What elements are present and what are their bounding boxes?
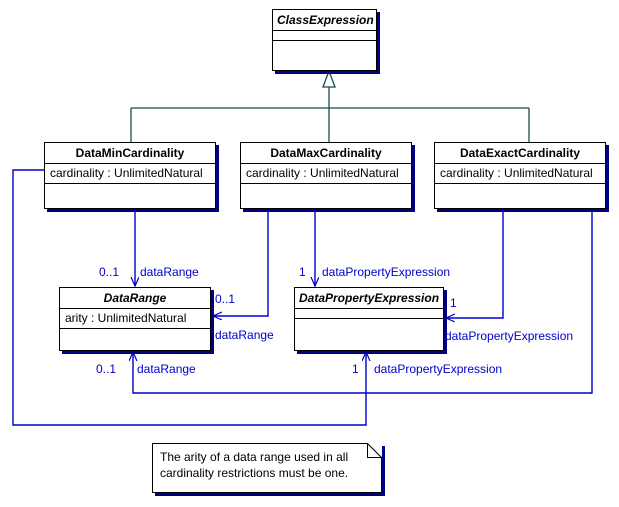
class-name-data-property-expression: DataPropertyExpression xyxy=(295,288,443,309)
class-box-data-range[interactable]: DataRange arity : UnlimitedNatural xyxy=(59,287,211,351)
class-operations-data-property-expression xyxy=(295,319,443,341)
label-min-datarange-role: dataRange xyxy=(140,265,199,279)
class-operations-data-max-cardinality xyxy=(241,184,411,206)
class-box-data-max-cardinality[interactable]: DataMaxCardinality cardinality : Unlimit… xyxy=(240,142,412,209)
class-attribute-cardinality-min: cardinality : UnlimitedNatural xyxy=(45,164,215,184)
label-bottom-dpe-role: dataPropertyExpression xyxy=(374,362,503,376)
generalization-arrowhead xyxy=(322,69,336,88)
class-name-data-exact-cardinality: DataExactCardinality xyxy=(435,143,605,164)
class-attributes-class-expression xyxy=(273,31,376,41)
label-bottom-datarange-multiplicity: 0..1 xyxy=(96,362,117,376)
label-bottom-dpe-multiplicity: 1 xyxy=(352,362,359,376)
label-max-dpe-role: dataPropertyExpression xyxy=(322,265,451,279)
class-box-data-exact-cardinality[interactable]: DataExactCardinality cardinality : Unlim… xyxy=(434,142,606,209)
note-shape xyxy=(152,443,382,493)
class-operations-data-exact-cardinality xyxy=(435,184,605,206)
generalization-edges xyxy=(130,69,530,142)
class-attributes-data-property-expression xyxy=(295,309,443,319)
note-text-line-1: The arity of a data range used in all xyxy=(160,450,349,464)
label-bottom-datarange-role: dataRange xyxy=(137,362,196,376)
assoc-exact-dpe xyxy=(446,209,504,318)
note-text: The arity of a data range used in all ca… xyxy=(152,443,382,493)
note-constraint[interactable]: The arity of a data range used in all ca… xyxy=(152,443,382,493)
class-box-class-expression[interactable]: ClassExpression xyxy=(272,9,377,71)
class-operations-data-range xyxy=(60,329,210,351)
note-text-line-2: cardinality restrictions must be one. xyxy=(160,466,349,480)
class-name-data-range: DataRange xyxy=(60,288,210,309)
class-name-data-max-cardinality: DataMaxCardinality xyxy=(241,143,411,164)
class-operations-data-min-cardinality xyxy=(45,184,215,206)
label-min-datarange-multiplicity: 0..1 xyxy=(99,265,120,279)
class-box-data-min-cardinality[interactable]: DataMinCardinality cardinality : Unlimit… xyxy=(44,142,216,209)
association-edges xyxy=(12,169,593,426)
label-max-dpe-multiplicity: 1 xyxy=(299,265,306,279)
class-box-data-property-expression[interactable]: DataPropertyExpression xyxy=(294,287,444,351)
label-exact-dpe-multiplicity: 1 xyxy=(450,296,457,310)
class-attribute-cardinality-max: cardinality : UnlimitedNatural xyxy=(241,164,411,184)
label-exact-dpe-role: dataPropertyExpression xyxy=(445,329,574,343)
class-name-data-min-cardinality: DataMinCardinality xyxy=(45,143,215,164)
class-name-class-expression: ClassExpression xyxy=(273,10,376,31)
assoc-max-datarange xyxy=(213,209,269,316)
class-operations-class-expression xyxy=(273,41,376,63)
assoc-exact-datarange xyxy=(133,209,593,394)
class-attribute-arity: arity : UnlimitedNatural xyxy=(60,309,210,329)
label-max-datarange-multiplicity: 0..1 xyxy=(215,292,236,306)
assoc-min-dpe xyxy=(12,169,366,426)
label-max-datarange-role: dataRange xyxy=(215,328,274,342)
class-attribute-cardinality-exact: cardinality : UnlimitedNatural xyxy=(435,164,605,184)
